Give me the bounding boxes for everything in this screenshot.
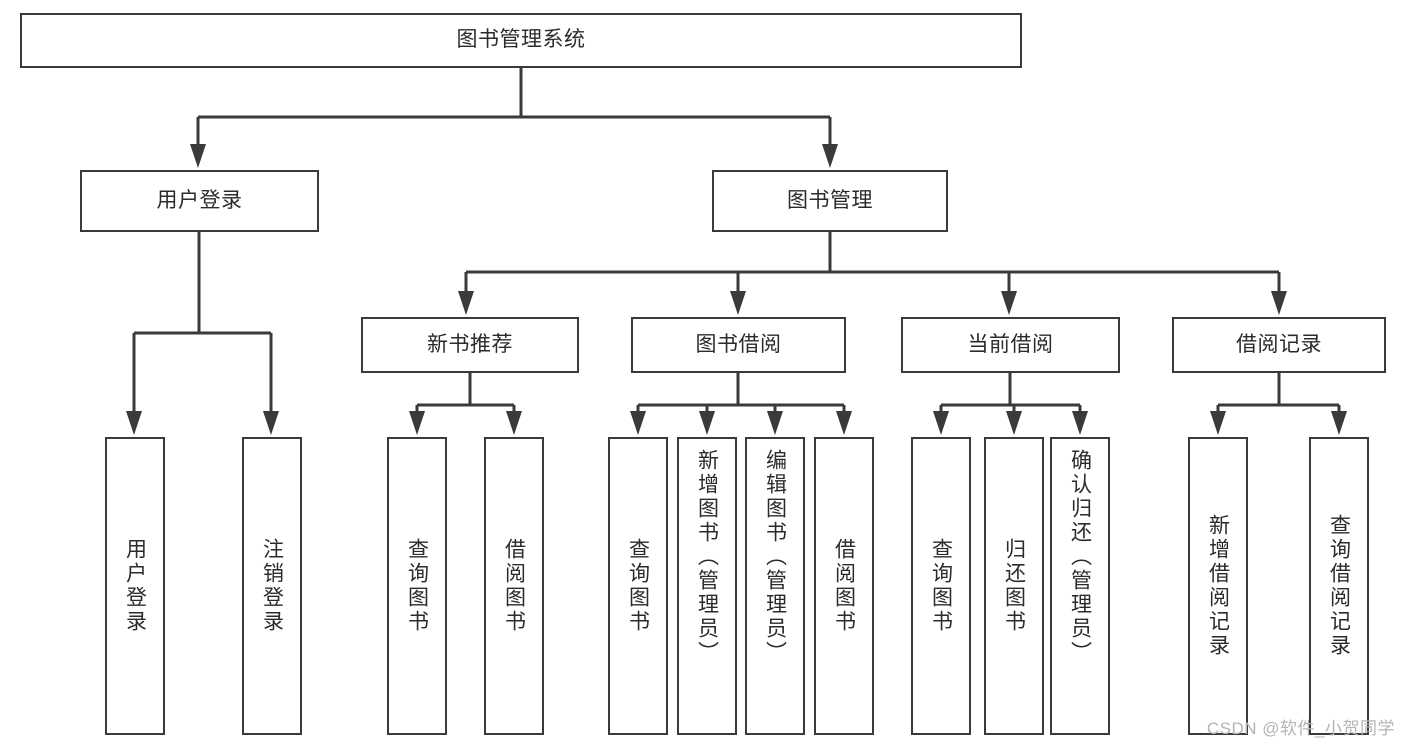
leaf-node-label: 新增图书（管理员） xyxy=(695,449,719,665)
connector-arrowhead xyxy=(822,144,838,168)
connector-arrowhead xyxy=(730,291,746,315)
level3-node-label: 新书推荐 xyxy=(427,332,513,356)
leaf-node-label: 借阅图书 xyxy=(502,538,526,634)
leaf-node-box[interactable]: 确认归还（管理员） xyxy=(1050,437,1110,735)
level3-node-label: 图书借阅 xyxy=(695,332,782,356)
leaf-node-label: 归还图书 xyxy=(1002,538,1026,634)
root-node-box[interactable]: 图书管理系统 xyxy=(20,13,1022,68)
level3-node-label: 当前借阅 xyxy=(967,332,1054,356)
level2-node-label: 图书管理 xyxy=(787,188,873,212)
level3-node-box[interactable]: 图书借阅 xyxy=(631,317,846,373)
leaf-node-box[interactable]: 注销登录 xyxy=(242,437,302,735)
leaf-node-label: 注销登录 xyxy=(260,538,284,634)
leaf-node-box[interactable]: 查询图书 xyxy=(608,437,668,735)
leaf-node-box[interactable]: 查询借阅记录 xyxy=(1309,437,1369,735)
connector-arrowhead xyxy=(1271,291,1287,315)
leaf-node-label: 借阅图书 xyxy=(832,538,856,634)
leaf-node-label: 查询图书 xyxy=(626,538,650,634)
connector-arrowhead xyxy=(767,411,783,435)
level2-node-box[interactable]: 图书管理 xyxy=(712,170,948,232)
connector-arrowhead xyxy=(1331,411,1347,435)
connector-arrowhead xyxy=(933,411,949,435)
connector-arrowhead xyxy=(1072,411,1088,435)
leaf-node-box[interactable]: 查询图书 xyxy=(911,437,971,735)
level2-node-label: 用户登录 xyxy=(156,188,243,212)
leaf-node-box[interactable]: 编辑图书（管理员） xyxy=(745,437,805,735)
leaf-node-label: 确认归还（管理员） xyxy=(1068,449,1092,665)
leaf-node-box[interactable]: 用户登录 xyxy=(105,437,165,735)
leaf-node-box[interactable]: 查询图书 xyxy=(387,437,447,735)
leaf-node-label: 查询图书 xyxy=(405,538,429,634)
connector-arrowhead xyxy=(126,411,142,435)
connector-arrowhead xyxy=(506,411,522,435)
root-node-label: 图书管理系统 xyxy=(456,28,586,52)
level3-node-box[interactable]: 借阅记录 xyxy=(1172,317,1386,373)
connector-arrowhead xyxy=(190,144,206,168)
leaf-node-label: 用户登录 xyxy=(123,538,147,634)
connector-arrowhead xyxy=(263,411,279,435)
leaf-node-label: 新增借阅记录 xyxy=(1206,514,1230,658)
leaf-node-label: 编辑图书（管理员） xyxy=(763,449,787,665)
leaf-node-box[interactable]: 新增借阅记录 xyxy=(1188,437,1248,735)
connector-arrowhead xyxy=(836,411,852,435)
leaf-node-box[interactable]: 新增图书（管理员） xyxy=(677,437,737,735)
connector-arrowhead xyxy=(1001,291,1017,315)
level3-node-box[interactable]: 新书推荐 xyxy=(361,317,579,373)
leaf-node-label: 查询借阅记录 xyxy=(1327,514,1351,658)
connector-arrowhead xyxy=(458,291,474,315)
leaf-node-box[interactable]: 借阅图书 xyxy=(484,437,544,735)
connector-arrowhead xyxy=(1006,411,1022,435)
level3-node-label: 借阅记录 xyxy=(1236,332,1322,356)
level3-node-box[interactable]: 当前借阅 xyxy=(901,317,1120,373)
connector-arrowhead xyxy=(409,411,425,435)
leaf-node-label: 查询图书 xyxy=(929,538,953,634)
leaf-node-box[interactable]: 归还图书 xyxy=(984,437,1044,735)
connector-arrowhead xyxy=(630,411,646,435)
connector-arrowhead xyxy=(1210,411,1226,435)
level2-node-box[interactable]: 用户登录 xyxy=(80,170,319,232)
connector-arrowhead xyxy=(699,411,715,435)
leaf-node-box[interactable]: 借阅图书 xyxy=(814,437,874,735)
